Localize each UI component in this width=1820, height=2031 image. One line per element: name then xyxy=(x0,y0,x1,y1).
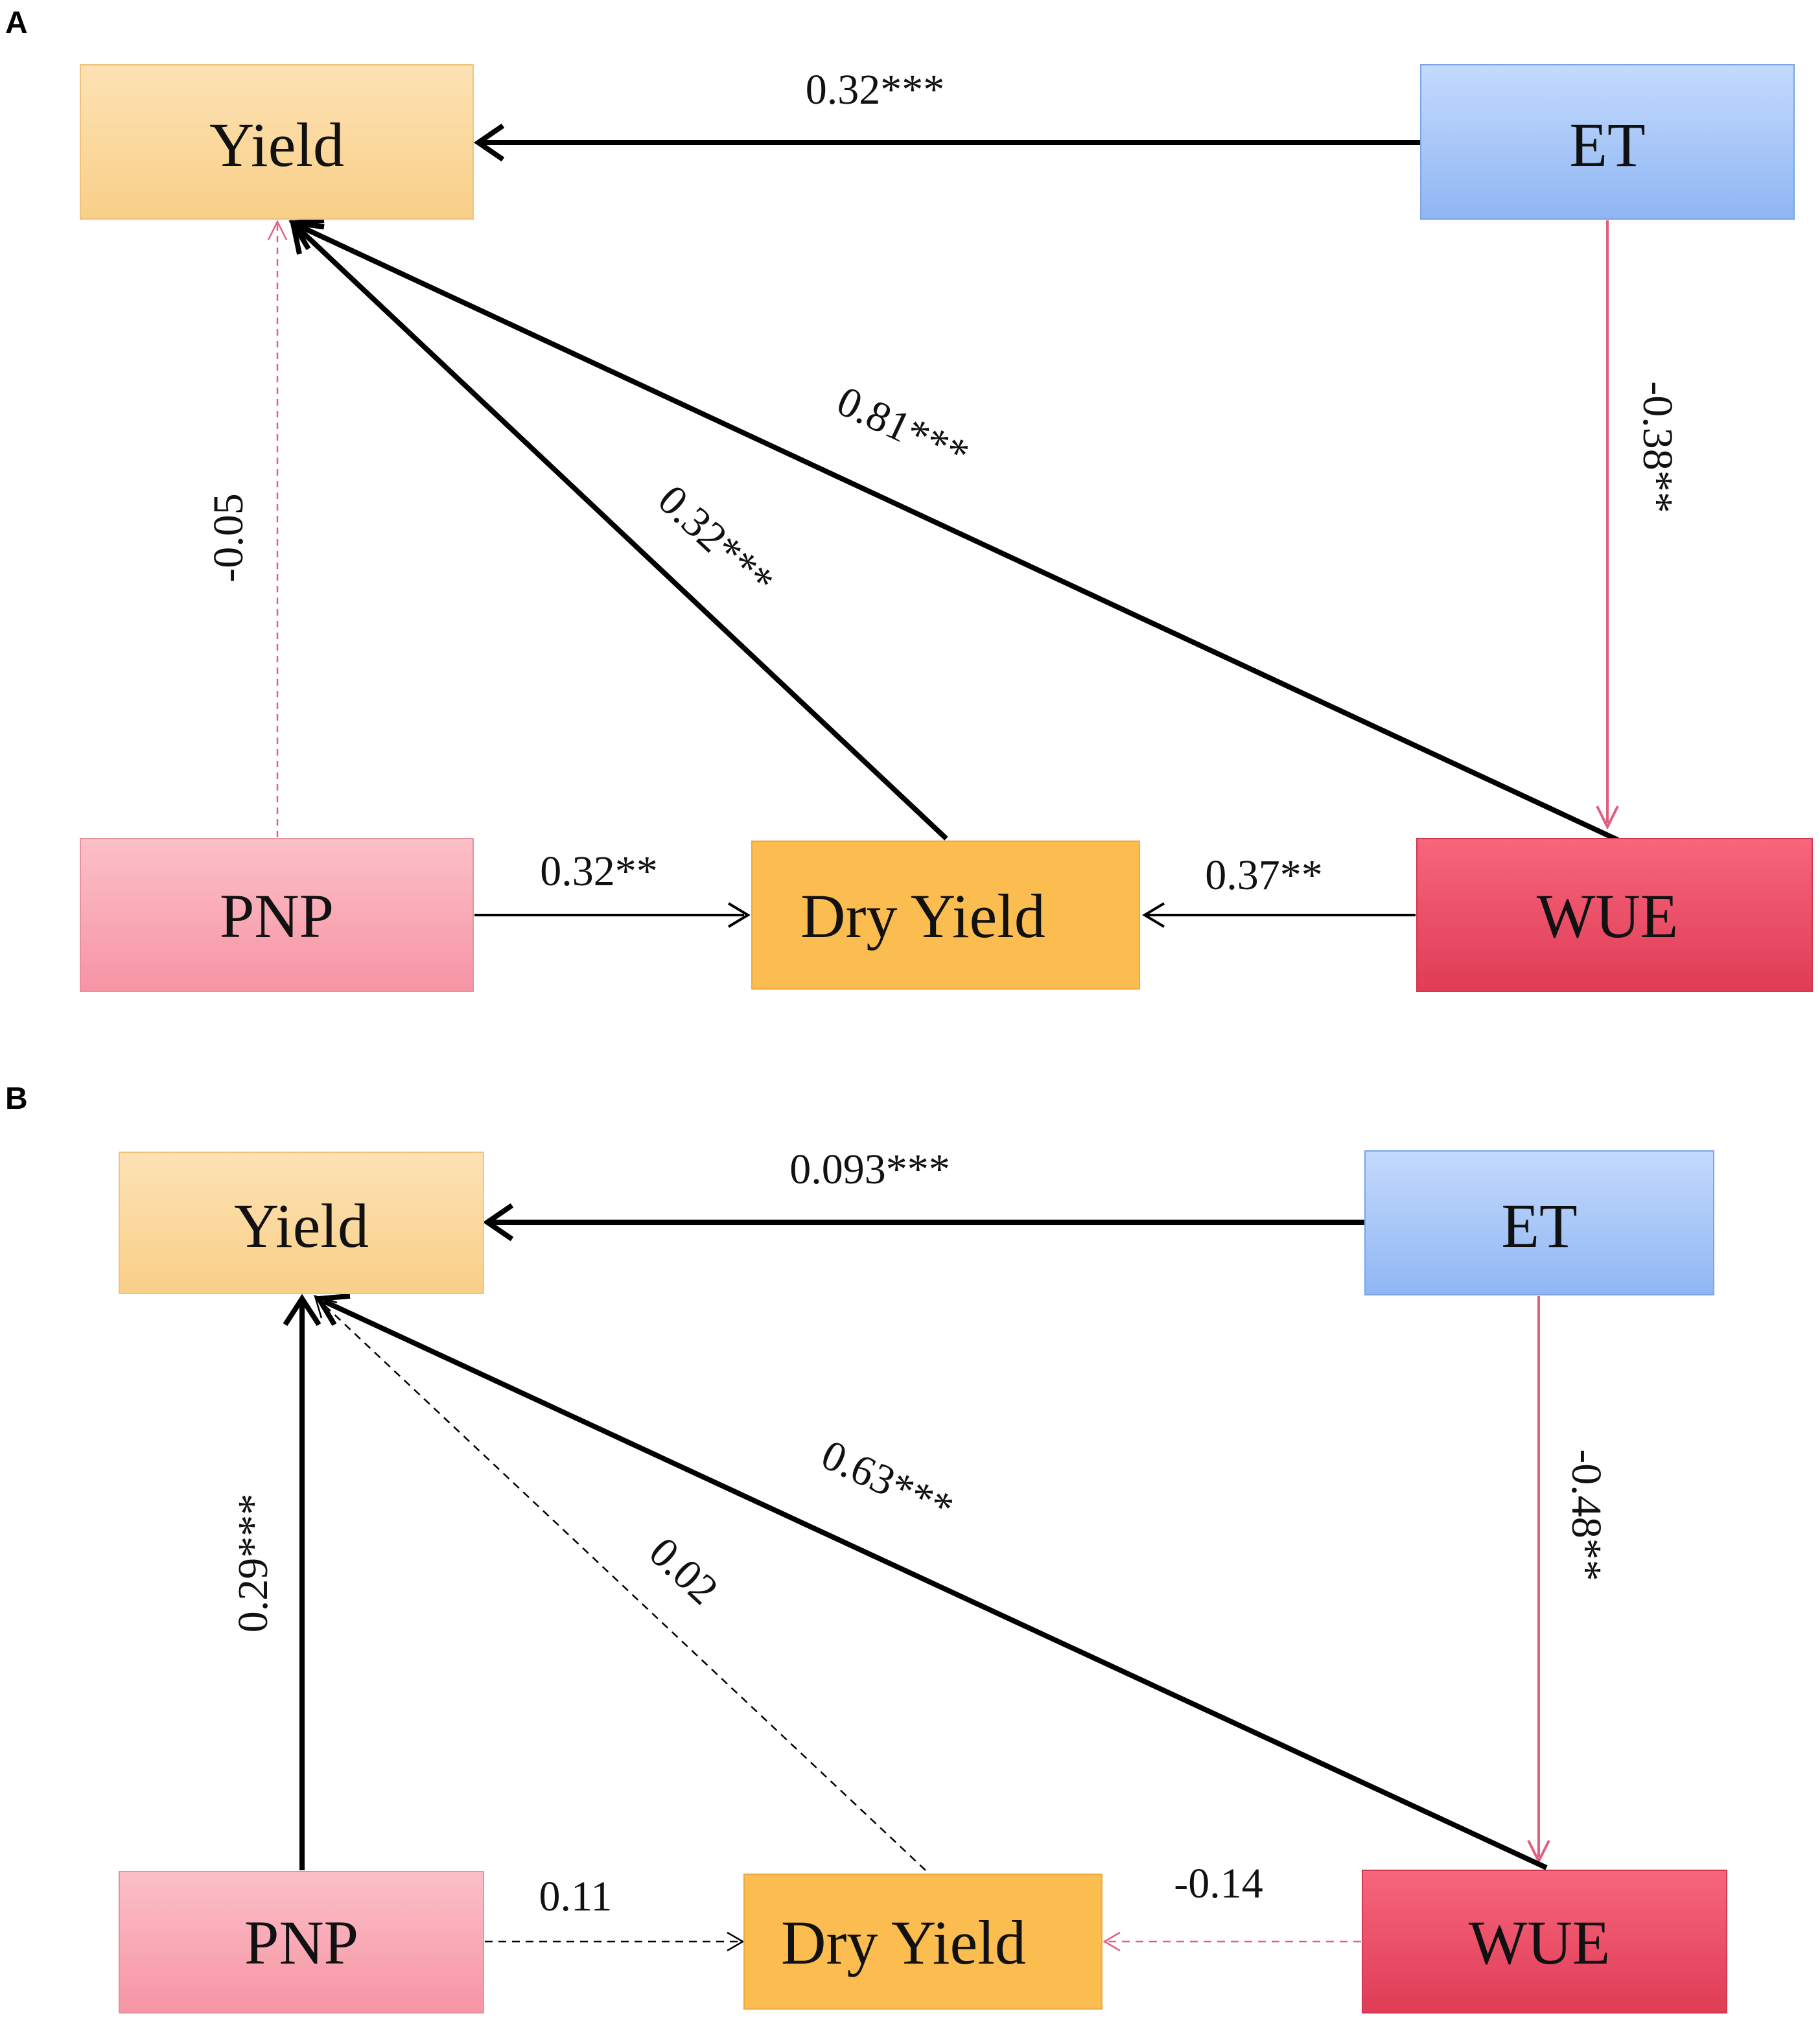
edge-wue-yield xyxy=(314,1294,1548,1870)
edge-wue-dryyield xyxy=(1102,1931,1361,1952)
path-diagram-b: Yield ET PNP Dry Yield WUE 0.093*** -0.4… xyxy=(119,1146,1727,2014)
edge-pnp-yield xyxy=(267,220,288,837)
node-yield: Yield xyxy=(119,1152,484,1294)
edge-et-wue xyxy=(1527,1296,1550,1864)
node-wue: WUE xyxy=(1362,1870,1727,2014)
edge-pnp-yield xyxy=(283,1294,321,1870)
edge-label-pnp-dryyield: 0.11 xyxy=(539,1873,612,1920)
node-label: Yield xyxy=(209,110,344,180)
edge-dryyield-yield xyxy=(289,220,948,841)
edge-label-et-yield: 0.32*** xyxy=(806,66,945,113)
panel-b: B xyxy=(0,1076,1820,2031)
edge-et-yield xyxy=(482,1203,1365,1242)
edge-label-et-wue: -0.38** xyxy=(1634,381,1681,513)
node-label: WUE xyxy=(1537,881,1679,951)
edge-label-pnp-dryyield: 0.32** xyxy=(540,848,658,895)
edge-label-et-yield: 0.093*** xyxy=(789,1146,950,1193)
edge-label-wue-dryyield: 0.37** xyxy=(1205,852,1323,899)
node-pnp: PNP xyxy=(119,1871,484,2014)
path-diagram-a: Yield ET PNP Dry Yield WUE 0.32*** -0.38… xyxy=(80,64,1813,992)
panel-letter: A xyxy=(5,6,28,40)
edge-label-wue-yield: 0.63*** xyxy=(814,1431,960,1533)
panel-a: A xyxy=(0,0,1820,1011)
node-yield: Yield xyxy=(80,64,474,220)
edge-pnp-dryyield xyxy=(485,1931,745,1952)
panel-letter: B xyxy=(5,1082,28,1116)
node-label: Dry Yield xyxy=(800,881,1045,951)
node-pnp: PNP xyxy=(80,838,474,992)
node-label: WUE xyxy=(1469,1908,1611,1977)
node-label: Dry Yield xyxy=(781,1908,1026,1977)
node-et: ET xyxy=(1364,1150,1714,1295)
edge-label-pnp-yield: -0.05 xyxy=(205,493,252,582)
edge-label-dryyield-yield: 0.02 xyxy=(640,1528,727,1614)
edge-et-yield xyxy=(473,123,1421,162)
edge-wue-dryyield xyxy=(1142,902,1416,928)
edge-label-dryyield-yield: 0.32*** xyxy=(649,476,783,605)
node-label: PNP xyxy=(244,1908,358,1977)
edge-label-wue-yield: 0.81*** xyxy=(830,377,975,479)
edge-et-wue xyxy=(1596,220,1619,830)
node-label: Yield xyxy=(234,1191,369,1260)
node-dry-yield: Dry Yield xyxy=(751,841,1140,990)
edge-dryyield-yield xyxy=(314,1295,926,1871)
edge-label-wue-dryyield: -0.14 xyxy=(1174,1860,1263,1907)
node-wue: WUE xyxy=(1416,838,1813,992)
node-et: ET xyxy=(1420,64,1795,220)
node-label: ET xyxy=(1569,110,1645,180)
edge-label-et-wue: -0.48** xyxy=(1563,1449,1610,1581)
node-dry-yield: Dry Yield xyxy=(743,1874,1102,2010)
node-label: ET xyxy=(1501,1191,1577,1260)
edge-pnp-dryyield xyxy=(474,902,751,928)
edge-wue-yield xyxy=(288,218,1619,842)
node-label: PNP xyxy=(220,881,334,951)
edge-label-pnp-yield: 0.29*** xyxy=(229,1494,277,1633)
